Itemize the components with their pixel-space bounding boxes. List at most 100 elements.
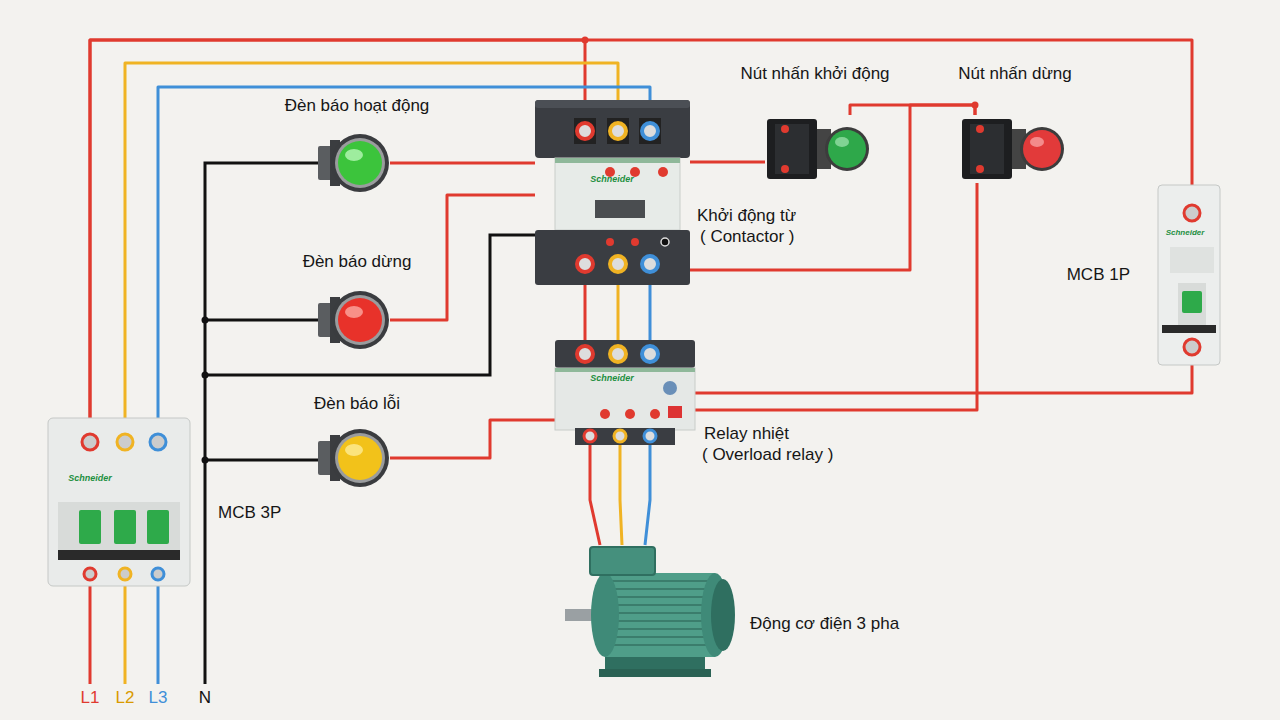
rect-shape — [555, 340, 695, 368]
rect-shape — [599, 669, 711, 677]
circle-shape — [331, 429, 389, 487]
rect-shape — [590, 547, 655, 575]
rect-shape — [767, 119, 817, 179]
ellipse-shape — [345, 149, 363, 161]
brand-logo: Schneider — [1166, 228, 1205, 238]
wire — [584, 285, 587, 340]
circle-shape — [781, 125, 789, 133]
circle-shape — [1023, 130, 1061, 168]
circle-shape — [642, 123, 658, 139]
start-button: Nút nhấn khởi động — [765, 115, 870, 183]
ellipse-shape — [345, 444, 363, 456]
circle-shape — [663, 381, 677, 395]
rect-shape — [79, 510, 101, 544]
junction-dot — [202, 457, 209, 464]
circle-shape — [84, 568, 96, 580]
svg-shape — [565, 545, 740, 685]
run-lamp: Đèn báo hoạt động — [318, 130, 390, 195]
circle-shape — [1184, 339, 1200, 355]
mcb-1p: MCB 1P — [1148, 185, 1223, 365]
wire — [695, 365, 1192, 393]
rect-shape — [607, 118, 629, 144]
circle-shape — [577, 123, 593, 139]
line-shape — [611, 628, 711, 630]
phase-label: L2 — [116, 688, 135, 708]
wire — [390, 195, 535, 320]
svg-shape — [960, 115, 1065, 183]
wire — [690, 105, 975, 270]
l2-wire — [124, 586, 127, 684]
circle-shape — [584, 430, 596, 442]
circle-shape — [825, 127, 869, 171]
circle-shape — [335, 295, 385, 345]
circle-shape — [658, 167, 668, 177]
line-shape — [611, 612, 711, 614]
circle-shape — [976, 165, 984, 173]
circle-shape — [577, 256, 593, 272]
rect-shape — [1162, 325, 1216, 333]
phase-label: L3 — [149, 688, 168, 708]
circle-shape — [631, 238, 639, 246]
circle-shape — [331, 134, 389, 192]
phase-label: L1 — [81, 688, 100, 708]
device-label: Đèn báo dừng — [303, 252, 412, 272]
svg-shape — [48, 418, 190, 586]
rect-shape — [58, 550, 180, 560]
circle-shape — [335, 433, 385, 483]
wire — [617, 285, 620, 340]
circle-shape — [625, 409, 635, 419]
circle-shape — [642, 346, 658, 362]
circle-shape — [152, 568, 164, 580]
circle-shape — [606, 238, 614, 246]
svg-shape — [535, 100, 690, 285]
junction-dot — [202, 317, 209, 324]
neutral-label: N — [199, 688, 211, 708]
device-label: Relay nhiệt — [704, 424, 789, 444]
rect-shape — [668, 406, 682, 418]
wire — [90, 40, 585, 418]
circle-shape — [644, 430, 656, 442]
rect-shape — [48, 418, 190, 586]
rect-shape — [1178, 283, 1206, 325]
ellipse-shape — [1030, 137, 1044, 147]
rect-shape — [555, 158, 680, 230]
circle-shape — [610, 346, 626, 362]
circle-shape — [828, 130, 866, 168]
brand-logo: Schneider — [590, 174, 634, 185]
l3-wire — [157, 586, 160, 684]
svg-shape — [318, 287, 390, 352]
wire — [390, 420, 555, 458]
rect-shape — [574, 118, 596, 144]
rect-shape — [775, 124, 809, 174]
rect-shape — [58, 502, 180, 552]
svg-shape — [765, 115, 870, 183]
neutral-wire — [205, 163, 535, 684]
brand-logo: Schneider — [590, 373, 634, 384]
overload-relay: Relay nhiệt( Overload relay ) — [555, 340, 695, 445]
device-label: Đèn báo hoạt động — [285, 96, 430, 116]
rect-shape — [555, 368, 695, 372]
circle-shape — [331, 291, 389, 349]
device-label: Đèn báo lỗi — [314, 394, 400, 414]
circle-shape — [119, 568, 131, 580]
stop-button: Nút nhấn dừng — [960, 115, 1065, 183]
svg-shape — [318, 425, 390, 490]
rect-shape — [555, 158, 680, 163]
rect-shape — [962, 119, 1012, 179]
circle-shape — [1184, 205, 1200, 221]
rect-shape — [535, 230, 690, 285]
rect-shape — [535, 100, 690, 108]
svg-shape — [318, 130, 390, 195]
wire — [695, 183, 977, 410]
rect-shape — [147, 510, 169, 544]
ellipse-shape — [711, 579, 735, 651]
rect-shape — [555, 368, 695, 430]
circle-shape — [117, 434, 133, 450]
ellipse-shape — [345, 306, 363, 318]
mcb-3p: MCB 3P — [48, 418, 190, 586]
rect-shape — [605, 573, 715, 657]
stop-lamp: Đèn báo dừng — [318, 287, 390, 352]
device-label: ( Contactor ) — [700, 227, 794, 247]
